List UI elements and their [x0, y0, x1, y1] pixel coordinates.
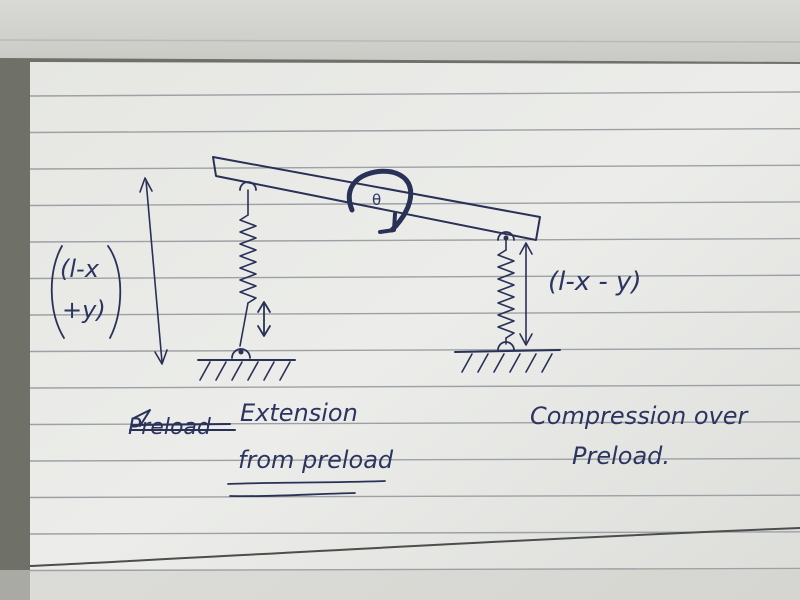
- rule-line: [29, 347, 800, 353]
- left-ground-hatch: [199, 361, 291, 381]
- angle-label: θ: [372, 191, 381, 209]
- left-dimension-line2: +y): [62, 296, 106, 324]
- spring-beam-diagram: θ: [50, 156, 750, 498]
- rule-line: [29, 494, 800, 499]
- right-caption-line2: Preload.: [572, 442, 670, 470]
- rule-line: [29, 274, 800, 280]
- left-caption-line1: Extension: [240, 399, 358, 427]
- right-ground-hatch: [461, 353, 553, 373]
- left-spring: [239, 214, 257, 304]
- strike-scribble: [129, 409, 236, 431]
- tilted-beam: [212, 156, 541, 241]
- rule-line: [29, 127, 800, 134]
- left-dimension-line1: (l-x: [60, 255, 100, 283]
- back-page: [0, 0, 800, 62]
- struck-word: Preload: [128, 415, 212, 440]
- rule-line: [29, 201, 800, 207]
- right-dimension-arrow: [519, 242, 533, 346]
- left-bottom-pivot: [231, 348, 251, 359]
- right-top-pivot: [497, 231, 515, 241]
- notebook-page: [30, 62, 800, 600]
- left-caption-line2: from preload: [238, 446, 394, 474]
- rule-line: [29, 384, 800, 389]
- rule-line: [29, 91, 800, 97]
- rule-line: [29, 237, 800, 243]
- caption-underlines: [227, 480, 386, 498]
- rule-line: [29, 164, 800, 170]
- extension-double-arrow-icon: [257, 301, 271, 337]
- right-caption-line1: Compression over: [530, 402, 750, 430]
- page-edge-line: [29, 527, 800, 567]
- left-bracket: [50, 245, 65, 339]
- rule-line: [29, 531, 800, 535]
- right-dimension-label: (l-x - y): [548, 267, 642, 297]
- rotation-arrow-icon: [346, 168, 414, 233]
- rule-line: [29, 457, 800, 462]
- right-bottom-pivot: [497, 341, 515, 351]
- rotation-arrowhead-icon: [378, 212, 397, 234]
- right-ground: [454, 349, 561, 353]
- left-top-pivot: [239, 181, 257, 191]
- right-spring: [497, 249, 515, 339]
- rule-line: [29, 567, 800, 572]
- left-dimension-arrow: [139, 177, 168, 365]
- right-bracket: [107, 245, 122, 339]
